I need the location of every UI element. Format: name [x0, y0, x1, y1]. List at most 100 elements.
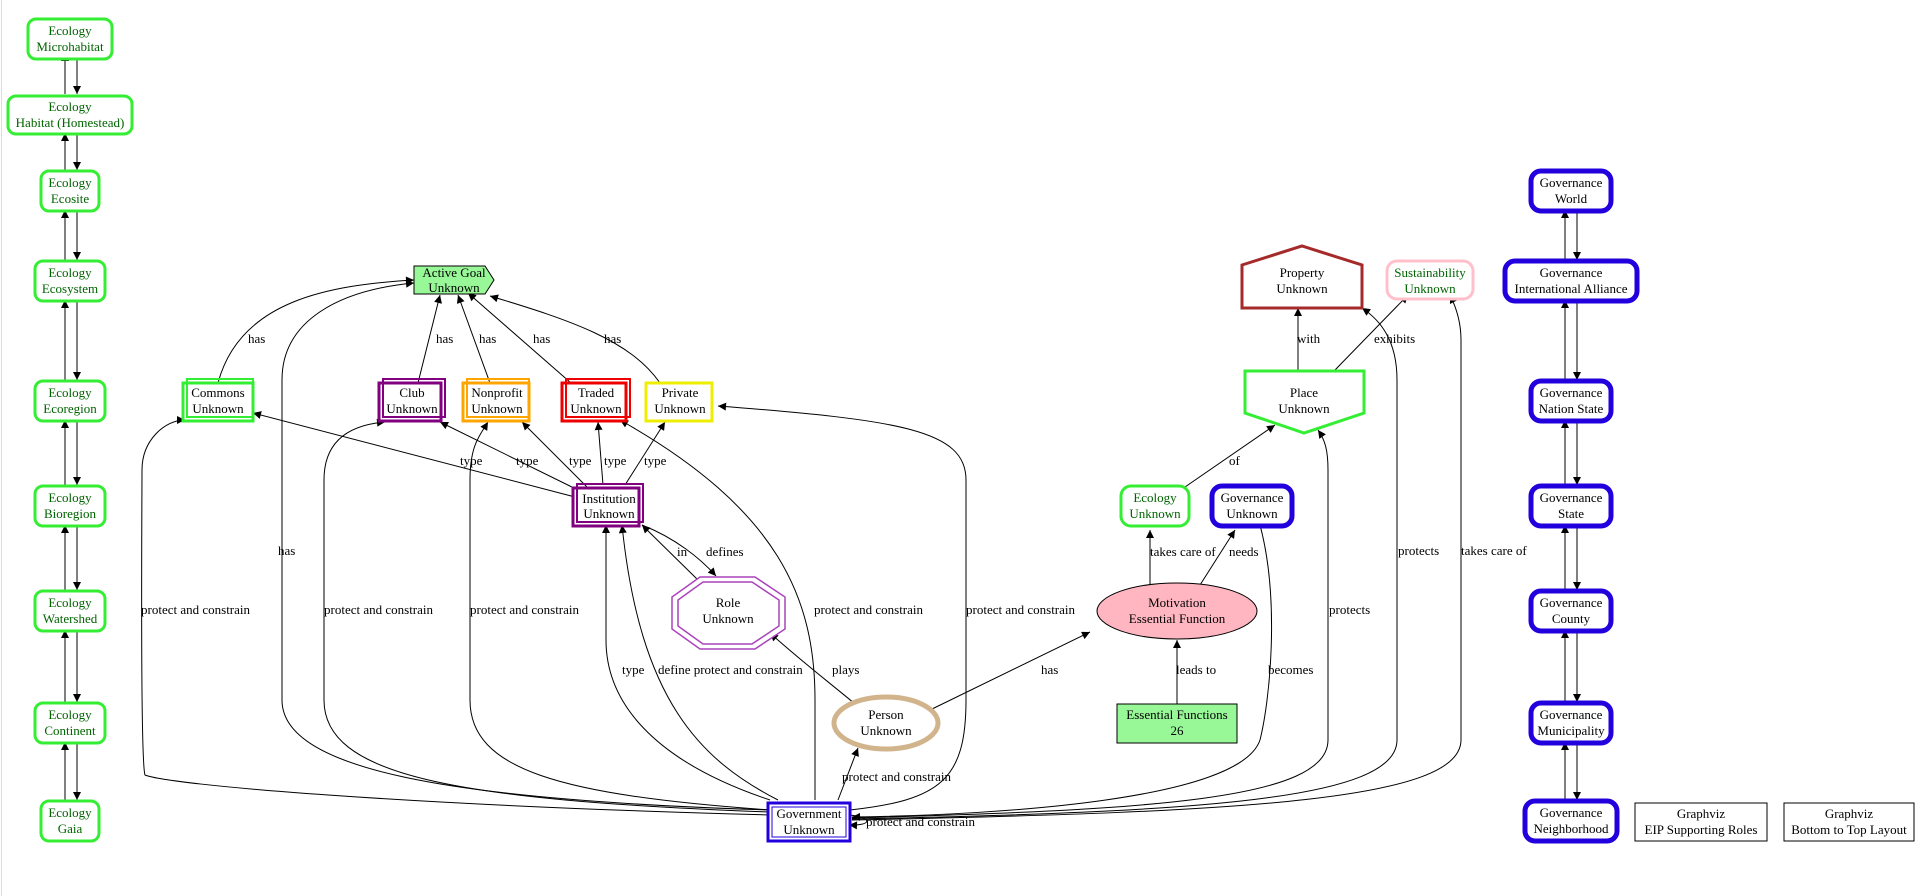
svg-text:Nation State: Nation State	[1539, 401, 1604, 416]
label-pc-person: protect and constrain	[842, 769, 952, 784]
node-governance-international-alliance[interactable]: Governance International Alliance	[1502, 258, 1640, 304]
node-motivation[interactable]: Motivation Essential Function	[1096, 582, 1258, 640]
svg-text:Governance: Governance	[1540, 265, 1603, 280]
label-traded-has: has	[533, 331, 550, 346]
label-pc-self: protect and constrain	[866, 814, 976, 829]
edge-gov-has	[281, 279, 771, 811]
label-pc-traded: protect and constrain	[814, 602, 924, 617]
node-ecology-ecosystem[interactable]: Ecology Ecosystem	[33, 259, 107, 303]
svg-text:Municipality: Municipality	[1537, 723, 1605, 738]
node-governance-county[interactable]: Governance County	[1528, 588, 1614, 634]
svg-text:Unknown: Unknown	[1129, 506, 1181, 521]
node-role[interactable]: Role Unknown	[671, 576, 786, 650]
node-club[interactable]: Club Unknown	[377, 378, 446, 423]
node-traded[interactable]: Traded Unknown	[560, 378, 631, 423]
node-ecology-habitat[interactable]: Ecology Habitat (Homestead)	[6, 94, 134, 136]
svg-text:Institution: Institution	[582, 491, 636, 506]
svg-text:Traded: Traded	[578, 385, 615, 400]
edge-pc-commons	[141, 416, 771, 816]
node-ecology-ecoregion[interactable]: Ecology Ecoregion	[33, 379, 107, 423]
node-governance-world[interactable]: Governance World	[1528, 168, 1614, 214]
node-government[interactable]: Government Unknown	[766, 801, 852, 843]
node-nonprofit[interactable]: Nonprofit Unknown	[461, 378, 531, 423]
node-governance-municipality[interactable]: Governance Municipality	[1528, 700, 1614, 746]
svg-text:Unknown: Unknown	[428, 280, 480, 295]
label-type-traded: type	[604, 453, 627, 468]
node-essential-functions[interactable]: Essential Functions 26	[1116, 703, 1238, 744]
node-ecology-unknown[interactable]: Ecology Unknown	[1119, 484, 1191, 528]
svg-text:Ecosystem: Ecosystem	[42, 281, 98, 296]
node-governance-state[interactable]: Governance State	[1528, 483, 1614, 529]
node-ecology-ecosite[interactable]: Ecology Ecosite	[39, 169, 101, 213]
label-club-has: has	[436, 331, 453, 346]
svg-text:Governance: Governance	[1540, 385, 1603, 400]
edge-protects-place	[851, 429, 1329, 819]
label-type-private: type	[644, 453, 667, 468]
label-protects-property: protects	[1398, 543, 1439, 558]
node-governance-unknown[interactable]: Governance Unknown	[1209, 483, 1295, 529]
node-governance-nation-state[interactable]: Governance Nation State	[1528, 378, 1614, 424]
edge-in	[641, 524, 699, 581]
svg-text:Habitat (Homestead): Habitat (Homestead)	[16, 115, 125, 130]
node-ecology-bioregion[interactable]: Ecology Bioregion	[33, 484, 107, 528]
edge-commons-has	[217, 276, 415, 384]
label-leads-to: leads to	[1176, 662, 1216, 677]
label-pc-commons: protect and constrain	[141, 602, 251, 617]
svg-text:Unknown: Unknown	[702, 611, 754, 626]
node-graphviz-bottom-to-top-layout[interactable]: Graphviz Bottom to Top Layout	[1783, 802, 1915, 842]
edge-type-nonprofit	[521, 421, 589, 489]
svg-text:Unknown: Unknown	[1276, 281, 1328, 296]
node-ecology-gaia[interactable]: Ecology Gaia	[39, 799, 101, 843]
node-property[interactable]: Property Unknown	[1240, 244, 1364, 310]
node-ecology-continent[interactable]: Ecology Continent	[33, 701, 107, 745]
edge-pc-person	[837, 747, 859, 801]
svg-text:Unknown: Unknown	[583, 506, 635, 521]
node-institution[interactable]: Institution Unknown	[571, 483, 644, 528]
svg-text:Governance: Governance	[1540, 490, 1603, 505]
edge-traded-has	[467, 292, 572, 384]
svg-text:Watershed: Watershed	[43, 611, 98, 626]
svg-text:Ecology: Ecology	[48, 385, 92, 400]
label-gov-define: define protect and constrain	[658, 662, 803, 677]
svg-text:Continent: Continent	[44, 723, 96, 738]
label-in: in	[677, 544, 688, 559]
svg-text:Ecosite: Ecosite	[51, 191, 89, 206]
svg-text:Essential Functions: Essential Functions	[1126, 707, 1227, 722]
svg-text:Active Goal: Active Goal	[422, 265, 486, 280]
label-becomes: becomes	[1268, 662, 1313, 677]
svg-text:Bioregion: Bioregion	[44, 506, 96, 521]
label-defines: defines	[706, 544, 744, 559]
node-person[interactable]: Person Unknown	[831, 694, 941, 752]
svg-text:County: County	[1552, 611, 1591, 626]
svg-text:Unknown: Unknown	[1404, 281, 1456, 296]
node-private[interactable]: Private Unknown	[644, 381, 714, 423]
svg-text:Governance: Governance	[1540, 707, 1603, 722]
edge-club-has	[417, 294, 442, 384]
svg-text:Unknown: Unknown	[860, 723, 912, 738]
node-governance-neighborhood[interactable]: Governance Neighborhood	[1522, 798, 1620, 844]
svg-text:Motivation: Motivation	[1148, 595, 1206, 610]
edge-pc-nonprofit	[469, 421, 771, 811]
node-active-goal[interactable]: Active Goal Unknown	[413, 265, 495, 295]
node-graphviz-eip-supporting-roles[interactable]: Graphviz EIP Supporting Roles	[1634, 802, 1768, 842]
edge-gov-define	[618, 524, 779, 801]
label-with: with	[1297, 331, 1321, 346]
svg-text:Commons: Commons	[191, 385, 244, 400]
edge-needs	[1199, 529, 1236, 586]
node-ecology-microhabitat[interactable]: Ecology Microhabitat	[26, 17, 114, 61]
svg-text:Ecoregion: Ecoregion	[43, 401, 97, 416]
node-place[interactable]: Place Unknown	[1243, 369, 1366, 435]
node-ecology-watershed[interactable]: Ecology Watershed	[33, 589, 107, 633]
label-type-nonprofit: type	[569, 453, 592, 468]
svg-text:Microhabitat: Microhabitat	[36, 39, 104, 54]
svg-text:Essential Function: Essential Function	[1129, 611, 1226, 626]
node-commons[interactable]: Commons Unknown	[181, 378, 255, 423]
edge-person-has	[929, 631, 1091, 711]
edge-exhibits	[1334, 294, 1409, 371]
node-sustainability[interactable]: Sustainability Unknown	[1385, 259, 1475, 301]
edge-type-private	[624, 421, 666, 486]
svg-text:EIP Supporting Roles: EIP Supporting Roles	[1645, 822, 1758, 837]
label-type-commons: type	[460, 453, 483, 468]
edge-type-commons	[252, 411, 576, 498]
edge-defines	[641, 524, 717, 577]
